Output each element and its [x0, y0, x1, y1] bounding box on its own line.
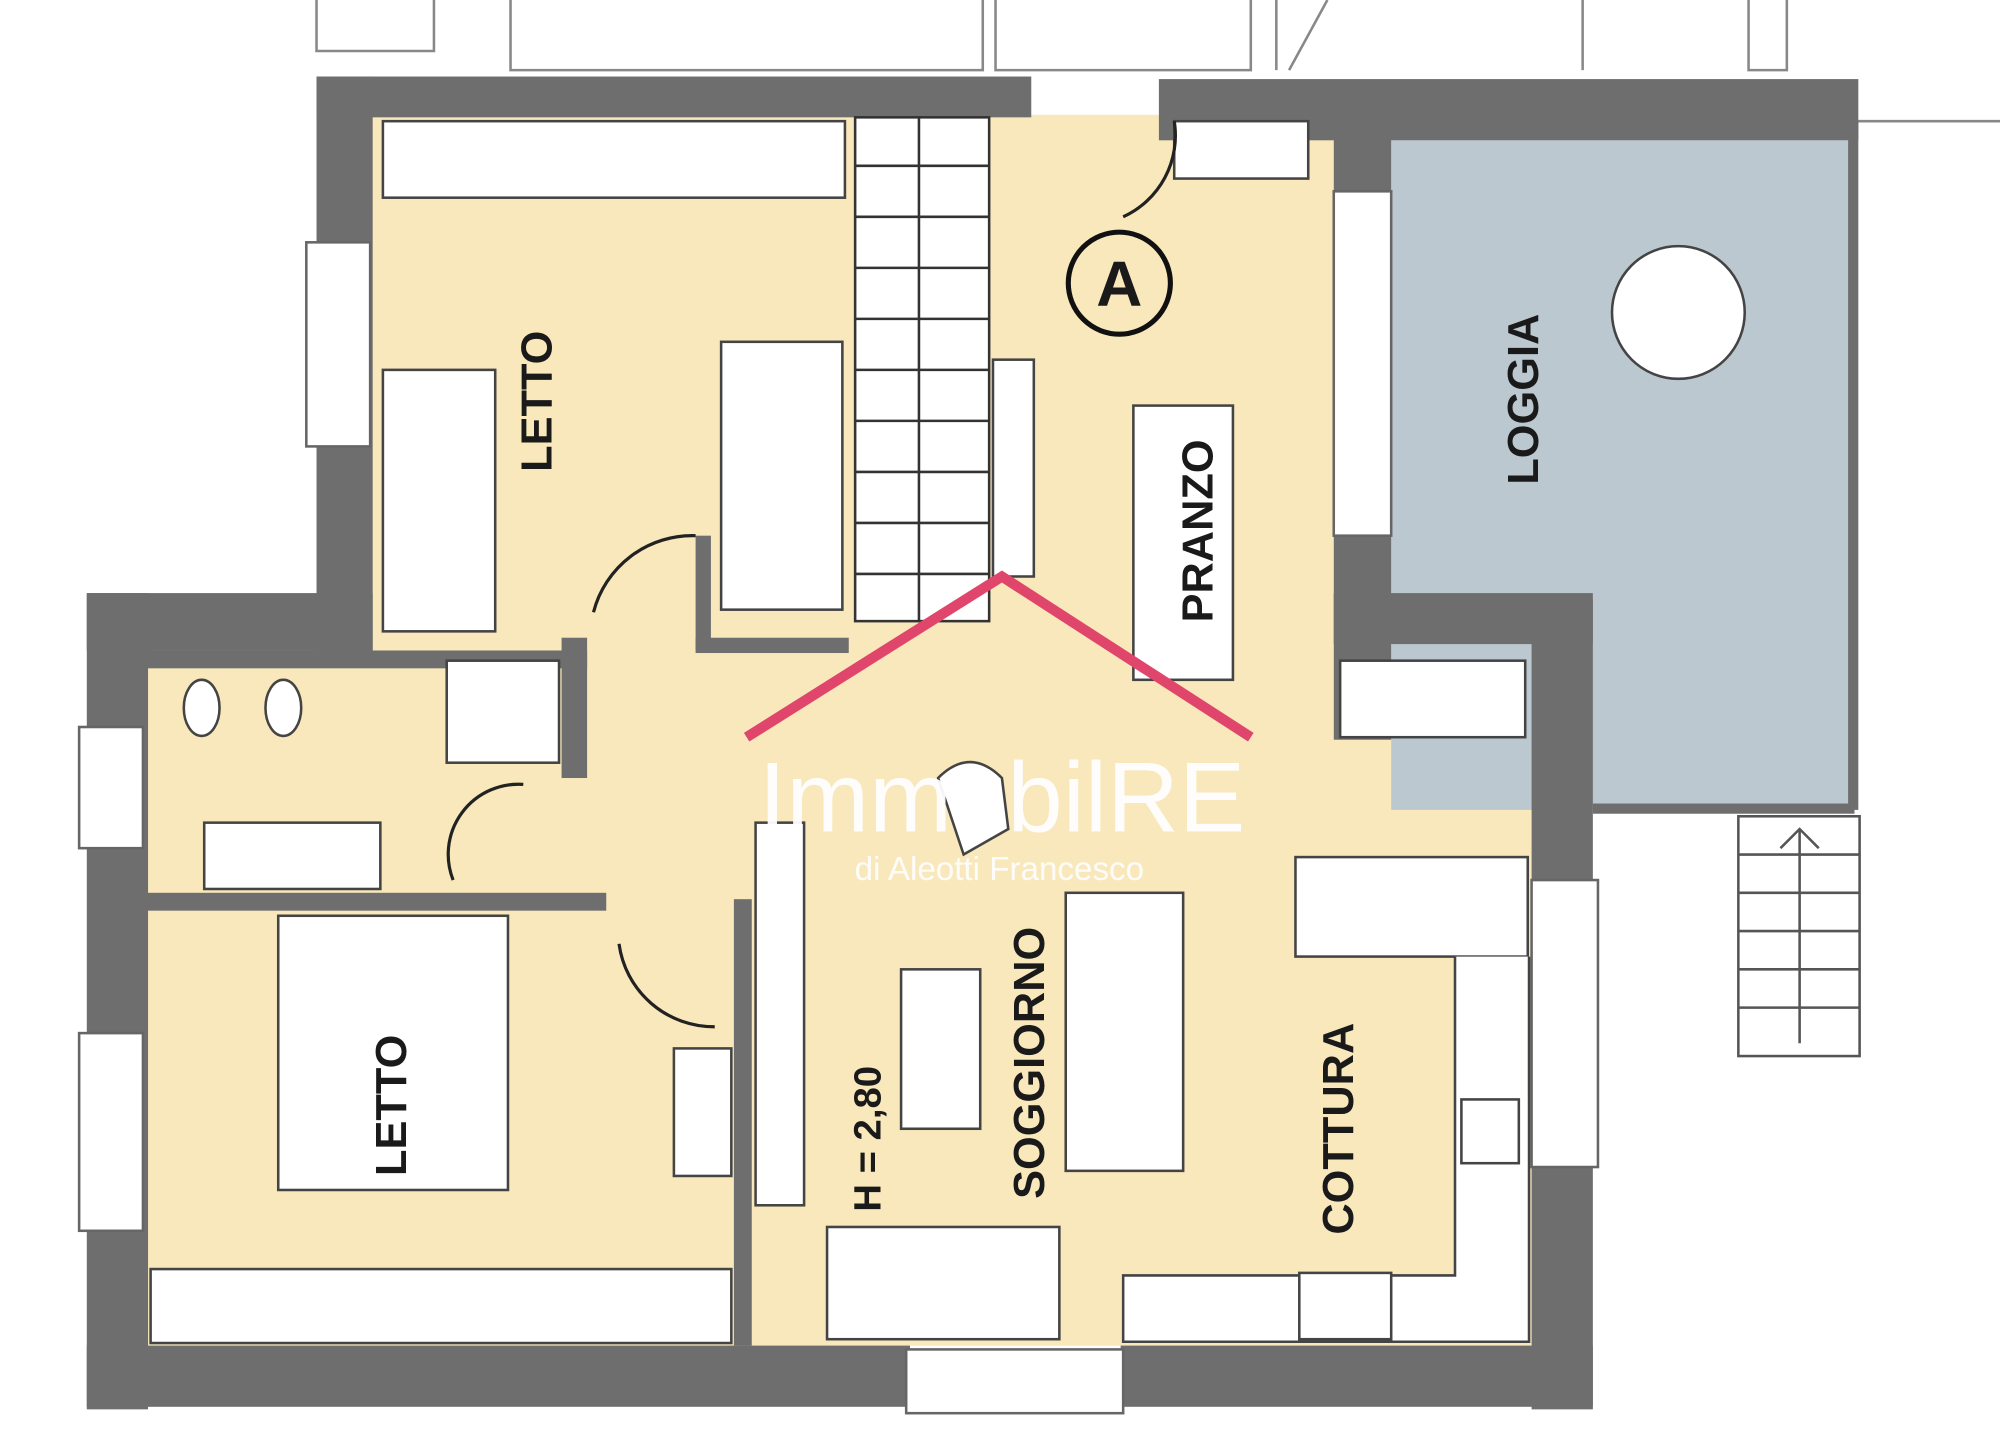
watermark-roof-line — [743, 570, 1254, 742]
bed-single-2 — [719, 340, 844, 611]
kitchen-counter — [1121, 956, 1531, 1344]
sofa-bottom — [825, 1225, 1061, 1341]
cabinet — [672, 1047, 733, 1178]
staircase — [853, 116, 991, 623]
sofa-right — [1064, 891, 1185, 1173]
room-label-soggiorno: SOGGIORNO — [1006, 927, 1054, 1199]
furniture — [149, 119, 1747, 1345]
tv-unit — [754, 821, 806, 1207]
wardrobe-bottom — [149, 1267, 733, 1345]
unit-marker: A — [1065, 229, 1173, 337]
room-label-cottura: COTTURA — [1315, 1023, 1363, 1235]
watermark-subtitle: di Aleotti Francesco — [855, 851, 1144, 888]
shower — [445, 659, 561, 764]
kitchen-sink — [1460, 1098, 1521, 1165]
ceiling-height-label: H = 2,80 — [847, 1066, 890, 1212]
sideboard — [1338, 659, 1527, 739]
room-label-letto-bottom: LETTO — [368, 1035, 416, 1176]
neighbor-outline — [315, 0, 2000, 123]
windows — [77, 190, 1600, 1415]
toilet — [182, 678, 221, 738]
dining-table — [1132, 404, 1235, 682]
room-label-loggia: LOGGIA — [1500, 314, 1548, 485]
coffee-table — [899, 968, 982, 1131]
svg-text:A: A — [1096, 248, 1142, 320]
desk — [991, 358, 1036, 578]
exterior-stairs — [1737, 815, 1861, 1058]
watermark-brand: ImmobilRE — [759, 743, 1246, 854]
entry-cabinet — [1172, 119, 1310, 180]
loggia-table — [1610, 244, 1747, 381]
bidet — [264, 678, 303, 738]
room-label-pranzo: PRANZO — [1174, 439, 1222, 622]
wardrobe-top — [381, 119, 847, 199]
bed-single-1 — [381, 368, 497, 633]
room-label-letto-top: LETTO — [513, 331, 561, 472]
hob — [1298, 1271, 1393, 1341]
door-swings — [446, 120, 1177, 1029]
armchair — [936, 760, 1010, 857]
sink — [202, 821, 382, 891]
double-bed — [276, 914, 510, 1192]
kitchen-island — [1294, 855, 1530, 958]
